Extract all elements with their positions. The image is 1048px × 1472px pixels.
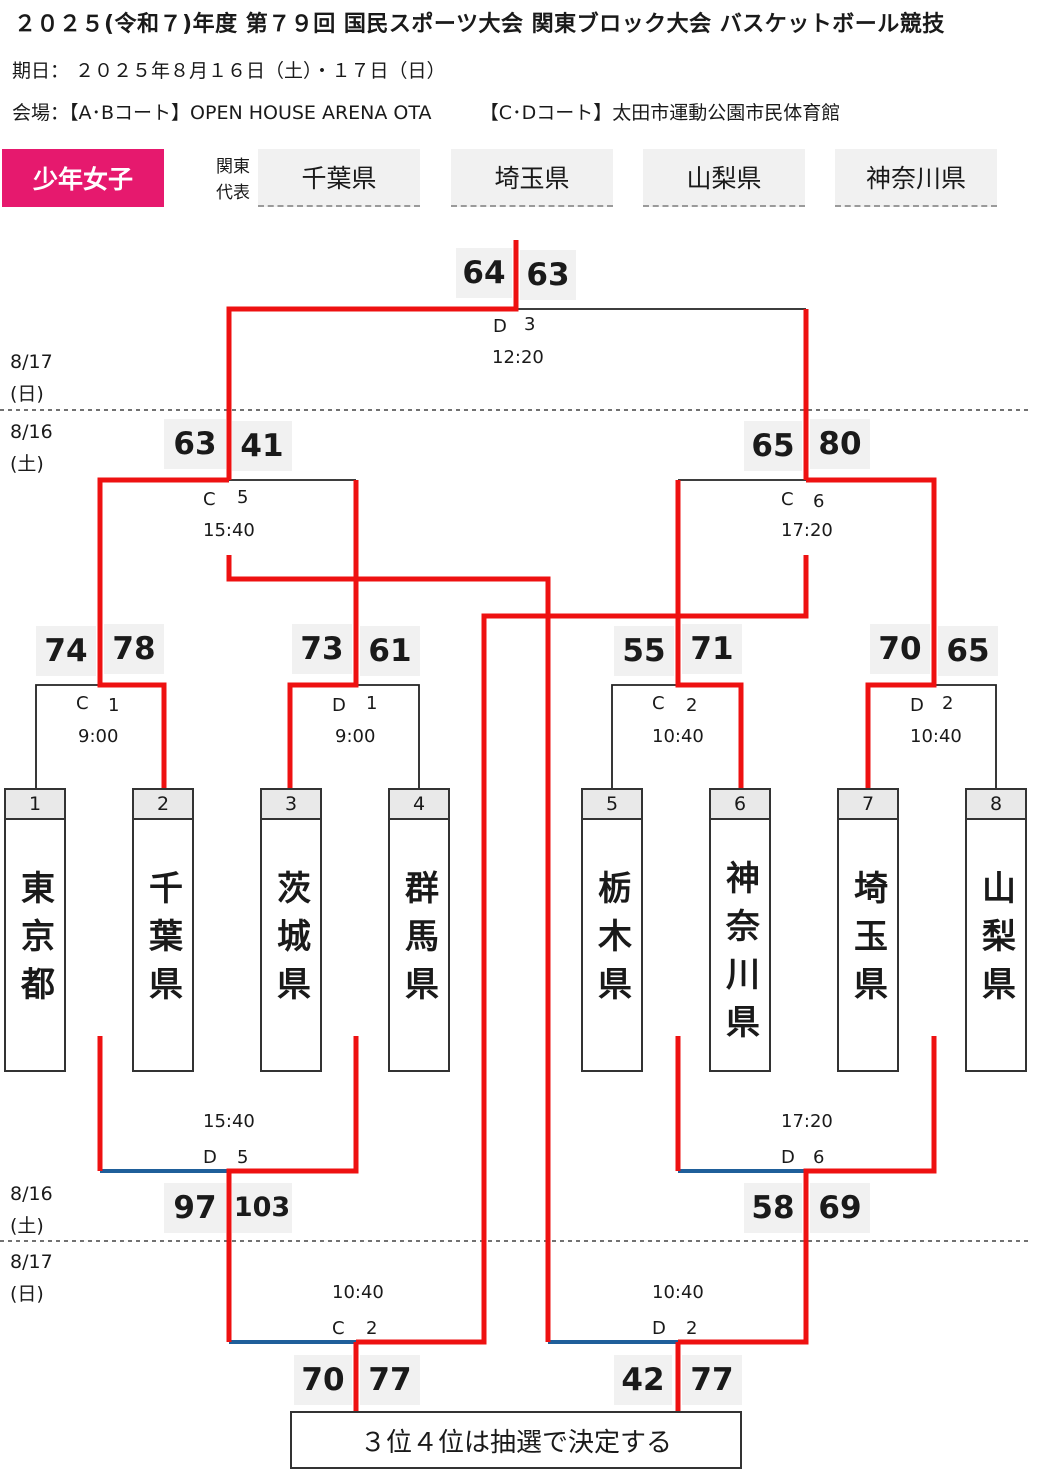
team-slot-2: 2 千葉県 <box>132 788 194 1072</box>
event-period: 期日： ２０２５年８月１６日（土）・１７日（日） <box>12 60 446 82</box>
blue-lines <box>100 1169 806 1344</box>
r1c-score-right: 71 <box>682 624 742 674</box>
place-left-time: 10:40 <box>332 1282 384 1303</box>
r1d-court: D <box>910 695 924 716</box>
r1d-score-right: 65 <box>938 626 998 676</box>
team-slot-8: 8 山梨県 <box>965 788 1027 1072</box>
place-right-score-right: 77 <box>682 1355 742 1405</box>
representative-2: 埼玉県 <box>451 149 613 207</box>
place-right-time: 10:40 <box>652 1282 704 1303</box>
date-label-817-top: 8/17 (日) <box>10 351 53 405</box>
date-label-816-bottom: 8/16 (土) <box>10 1183 53 1237</box>
place-right-court: D <box>652 1318 666 1339</box>
final-time: 12:20 <box>492 347 544 368</box>
r1b-time: 9:00 <box>335 726 376 747</box>
semi-right-game: 6 <box>813 491 825 512</box>
event-venue: 会場：【A･Bコート】OPEN HOUSE ARENA OTA 【C･Dコート】… <box>12 102 841 124</box>
team-number: 4 <box>388 788 450 820</box>
cons-right-time: 17:20 <box>781 1111 833 1132</box>
team-name: 山梨県 <box>965 820 1027 1072</box>
place-left-score-left: 70 <box>294 1355 352 1405</box>
cons-right-score-left: 58 <box>744 1183 802 1233</box>
team-name: 群馬県 <box>388 820 450 1072</box>
place-left-score-right: 77 <box>360 1355 420 1405</box>
team-name: 茨城県 <box>260 820 322 1072</box>
date-label-817-bottom: 8/17 (日) <box>10 1251 53 1305</box>
semi-left-game: 5 <box>237 487 249 508</box>
losing-lines <box>35 308 997 788</box>
r1c-time: 10:40 <box>652 726 704 747</box>
semi-left-score-left: 63 <box>164 419 226 469</box>
final-game: 3 <box>524 314 536 335</box>
r1d-game: 2 <box>942 693 954 714</box>
team-number: 5 <box>581 788 643 820</box>
r1a-time: 9:00 <box>78 726 119 747</box>
cons-left-time: 15:40 <box>203 1111 255 1132</box>
place-right-game: 2 <box>686 1318 698 1339</box>
representative-3: 山梨県 <box>643 149 805 207</box>
cons-left-score-right: 103 <box>232 1183 292 1233</box>
cons-left-score-left: 97 <box>164 1183 226 1233</box>
place-right-score-left: 42 <box>614 1355 672 1405</box>
place-left-court: C <box>332 1318 345 1339</box>
semi-left-time: 15:40 <box>203 520 255 541</box>
representative-4: 神奈川県 <box>835 149 997 207</box>
semi-right-score-left: 65 <box>744 421 802 471</box>
r1b-court: D <box>332 695 346 716</box>
r1b-score-right: 61 <box>360 626 420 676</box>
team-number: 6 <box>709 788 771 820</box>
cons-right-score-right: 69 <box>810 1183 870 1233</box>
representative-1: 千葉県 <box>258 149 420 207</box>
r1c-score-left: 55 <box>614 626 674 676</box>
category-badge: 少年女子 <box>2 149 164 207</box>
placement-note: ３位４位は抽選で決定する <box>290 1411 742 1469</box>
r1b-game: 1 <box>366 693 378 714</box>
cons-right-game: 6 <box>813 1147 825 1168</box>
r1a-score-left: 74 <box>36 626 96 676</box>
final-score-left: 64 <box>456 248 512 298</box>
team-number: 2 <box>132 788 194 820</box>
cons-left-court: D <box>203 1147 217 1168</box>
team-slot-6: 6 神奈川県 <box>709 788 771 1072</box>
team-name: 埼玉県 <box>837 820 899 1072</box>
cons-left-game: 5 <box>237 1147 249 1168</box>
semi-left-court: C <box>203 489 216 510</box>
r1c-game: 2 <box>686 695 698 716</box>
representatives-label: 関東代表 <box>216 157 250 203</box>
team-slot-5: 5 栃木県 <box>581 788 643 1072</box>
team-name: 栃木県 <box>581 820 643 1072</box>
winning-lines <box>97 240 937 1411</box>
date-label-816-top: 8/16 (土) <box>10 421 53 475</box>
semi-right-court: C <box>781 489 794 510</box>
final-score-right: 63 <box>520 250 576 300</box>
page-title: ２０２５(令和７)年度 第７９回 国民スポーツ大会 関東ブロック大会 バスケット… <box>14 12 945 37</box>
cons-right-court: D <box>781 1147 795 1168</box>
team-slot-3: 3 茨城県 <box>260 788 322 1072</box>
team-number: 1 <box>4 788 66 820</box>
team-name: 東京都 <box>4 820 66 1072</box>
team-name: 神奈川県 <box>709 820 771 1072</box>
team-number: 3 <box>260 788 322 820</box>
r1a-game: 1 <box>108 695 120 716</box>
r1b-score-left: 73 <box>292 624 352 674</box>
team-slot-1: 1 東京都 <box>4 788 66 1072</box>
team-name: 千葉県 <box>132 820 194 1072</box>
r1c-court: C <box>652 693 665 714</box>
place-left-game: 2 <box>366 1318 378 1339</box>
semi-left-score-right: 41 <box>232 421 292 471</box>
semi-right-score-right: 80 <box>810 419 870 469</box>
team-slot-7: 7 埼玉県 <box>837 788 899 1072</box>
r1d-time: 10:40 <box>910 726 962 747</box>
r1a-score-right: 78 <box>104 624 164 674</box>
semi-right-time: 17:20 <box>781 520 833 541</box>
r1a-court: C <box>76 693 89 714</box>
team-number: 8 <box>965 788 1027 820</box>
team-slot-4: 4 群馬県 <box>388 788 450 1072</box>
final-court: D <box>493 316 507 337</box>
r1d-score-left: 70 <box>870 624 930 674</box>
team-number: 7 <box>837 788 899 820</box>
